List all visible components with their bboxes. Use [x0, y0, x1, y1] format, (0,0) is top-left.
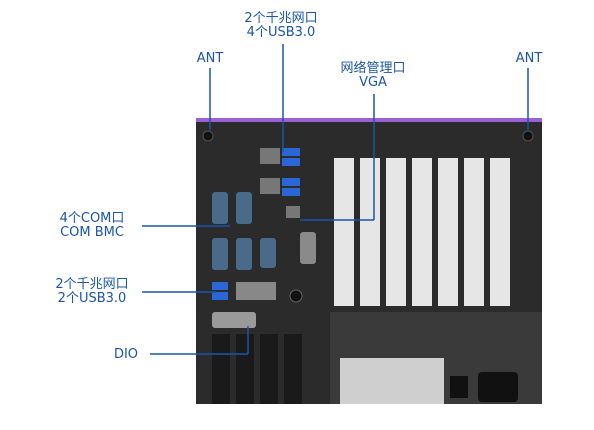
usb-port-3	[282, 178, 300, 186]
com-label: 4个COM口 COM BMC	[59, 211, 125, 240]
mid-io-stack	[212, 282, 303, 303]
top-io-stack	[260, 148, 300, 196]
usb-port-4	[282, 188, 300, 196]
top-ports-label: 2个千兆网口 4个USB3.0	[244, 11, 318, 40]
com-bmc-port	[260, 238, 276, 268]
ant-right-connector	[522, 130, 534, 142]
com-ports	[212, 192, 276, 270]
ant-left-connector	[202, 130, 214, 142]
psu-vent	[340, 358, 444, 404]
power-socket	[478, 372, 518, 402]
power-button	[289, 289, 303, 303]
pcie-slots	[334, 158, 510, 306]
vga-port	[300, 232, 316, 264]
ant-left-label: ANT	[196, 51, 224, 66]
ant-right-label: ANT	[515, 51, 543, 66]
lan-port-pair	[236, 282, 276, 300]
mgmt-lan-port	[286, 206, 300, 218]
com-port-1	[212, 192, 228, 224]
psu-switch	[450, 376, 468, 398]
usb-port-1	[282, 148, 300, 156]
usb-port-2	[282, 158, 300, 166]
chassis-top-edge	[196, 118, 542, 122]
usb-port-5	[212, 282, 228, 290]
com-port-3	[212, 238, 228, 270]
lan-port-2	[260, 178, 280, 194]
lower-slots	[212, 334, 302, 404]
leader-lines	[142, 44, 529, 355]
usb-port-6	[212, 292, 228, 300]
dio-label: DIO	[113, 347, 139, 362]
com-port-4	[236, 238, 252, 270]
mgmt-vga-label: 网络管理口 VGA	[340, 61, 406, 90]
com-port-2	[236, 192, 252, 224]
lan-port-1	[260, 148, 280, 164]
mid-ports-label: 2个千兆网口 2个USB3.0	[55, 277, 129, 306]
dio-port	[212, 312, 256, 328]
